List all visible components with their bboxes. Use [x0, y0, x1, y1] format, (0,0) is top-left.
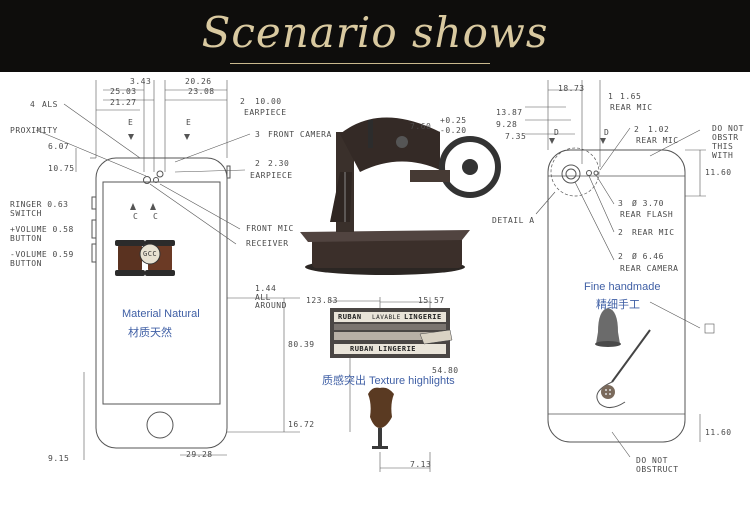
dress-form-image [368, 387, 394, 449]
label-this: THIS [712, 142, 734, 151]
rear-camera [561, 164, 581, 184]
box-label-ruban: RUBAN [338, 313, 362, 321]
box-label-ruban-lingerie: RUBAN LINGERIE [350, 345, 417, 353]
banner-title: Scenario shows [201, 8, 549, 57]
dim-15-57: 15.57 [418, 296, 445, 305]
callout-2-c: 2 [634, 125, 640, 134]
label-front-camera: FRONT CAMERA [268, 130, 332, 139]
label-with: WITH [712, 151, 734, 160]
label-volume-up: +VOLUME 0.58 [10, 225, 74, 234]
right-phone-outline [547, 149, 686, 443]
header-banner: Scenario shows [0, 0, 750, 72]
dim-20-26: 20.26 [185, 77, 212, 86]
caption-texture-highlights: 质感突出 Texture highlights [322, 375, 455, 387]
dim-minus-0-20: -0.20 [440, 126, 467, 135]
label-button-2: BUTTON [10, 259, 42, 268]
blueprint-sheet: 3.43 25.03 21.27 20.26 23.08 2 10.00 EAR… [0, 72, 750, 505]
label-around: AROUND [255, 301, 287, 310]
letter-e-1: E [128, 118, 134, 127]
sewing-machine-image [300, 117, 501, 275]
label-proximity: PROXIMITY [10, 126, 58, 135]
label-als: ALS [42, 100, 58, 109]
dim-6-46: Ø 6.46 [632, 252, 664, 261]
caption-material-natural-cn: 材质天然 [128, 326, 172, 339]
label-obstruct: OBSTRUCT [636, 465, 679, 474]
left-phone-screen [102, 181, 221, 405]
dim-18-73: 18.73 [558, 84, 585, 93]
letter-d-1: D [554, 128, 560, 137]
label-rear-mic-2: REAR MIC [636, 136, 679, 145]
label-obstr: OBSTR [712, 133, 739, 142]
callout-2-b: 2 [255, 159, 261, 168]
letter-d-2: D [604, 128, 610, 137]
dim-1-44: 1.44 [255, 284, 277, 293]
callout-3-b: 3 [618, 199, 624, 208]
spool-label: GCC [143, 250, 158, 258]
label-do-not-2: DO NOT [636, 456, 668, 465]
dim-16-72: 16.72 [288, 420, 315, 429]
dim-6-07: 6.07 [48, 142, 70, 151]
label-receiver: RECEIVER [246, 239, 289, 248]
dim-7-60: 7.60 [410, 122, 432, 131]
dim-1-65: 1.65 [620, 92, 642, 101]
blueprint-drawing [35, 80, 715, 472]
dim-2-30: 2.30 [268, 159, 290, 168]
dim-7-35: 7.35 [505, 132, 527, 141]
caption-fine-handmade-cn: 精细手工 [596, 298, 640, 311]
thimble-needle-image [595, 308, 651, 408]
box-label-lingerie: LINGERIE [404, 313, 442, 321]
label-rear-mic-3: REAR MIC [632, 228, 675, 237]
dim-11-60-b: 11.60 [705, 428, 732, 437]
dim-29-28: 29.28 [186, 450, 213, 459]
label-rear-flash: REAR FLASH [620, 210, 674, 219]
callout-2-f: 2 [618, 252, 624, 261]
dim-123-83: 123.83 [306, 296, 338, 305]
label-button-1: BUTTON [10, 234, 42, 243]
label-earpiece-2: EARPIECE [250, 171, 293, 180]
label-ringer: RINGER 0.63 [10, 200, 69, 209]
dim-7-13: 7.13 [410, 460, 432, 469]
letter-c-2: C [153, 212, 159, 221]
caption-fine-handmade: Fine handmade [584, 281, 661, 293]
callout-1: 1 [608, 92, 614, 101]
box-label-lavable: LAVABLE [372, 314, 401, 321]
dim-11-60: 11.60 [705, 168, 732, 177]
dim-13-87: 13.87 [496, 108, 523, 117]
ribbon-box-image [330, 308, 453, 358]
dim-23-08: 23.08 [188, 87, 215, 96]
label-do-not: DO NOT [712, 124, 744, 133]
dim-54-80: 54.80 [432, 366, 459, 375]
dim-10-75: 10.75 [48, 164, 75, 173]
thread-spools-image [115, 240, 175, 276]
left-phone-outline [95, 157, 228, 449]
label-rear-mic: REAR MIC [610, 103, 653, 112]
left-home-button [146, 411, 174, 439]
callout-2-a: 2 [240, 97, 246, 106]
letter-e-2: E [186, 118, 192, 127]
callout-4: 4 [30, 100, 36, 109]
label-earpiece: EARPIECE [244, 108, 287, 117]
dim-21-27: 21.27 [110, 98, 137, 107]
banner-underline [230, 63, 490, 64]
caption-material-natural: Material Natural [122, 308, 200, 320]
left-front-camera [156, 170, 164, 178]
label-all: ALL [255, 293, 271, 302]
label-detail-a: DETAIL A [492, 216, 535, 225]
dim-3-43: 3.43 [130, 77, 152, 86]
dim-plus-0-25: +0.25 [440, 116, 467, 125]
label-rear-camera: REAR CAMERA [620, 264, 679, 273]
dim-3-70: Ø 3.70 [632, 199, 664, 208]
dim-80-39: 80.39 [288, 340, 315, 349]
label-front-mic: FRONT MIC [246, 224, 294, 233]
letter-c-1: C [133, 212, 139, 221]
label-volume-down: -VOLUME 0.59 [10, 250, 74, 259]
dim-9-15: 9.15 [48, 454, 70, 463]
label-switch: SWITCH [10, 209, 42, 218]
dim-25-03: 25.03 [110, 87, 137, 96]
dim-9-28: 9.28 [496, 120, 518, 129]
callout-3-a: 3 [255, 130, 261, 139]
callout-2-e: 2 [618, 228, 624, 237]
dim-1-02: 1.02 [648, 125, 670, 134]
dim-10-00: 10.00 [255, 97, 282, 106]
